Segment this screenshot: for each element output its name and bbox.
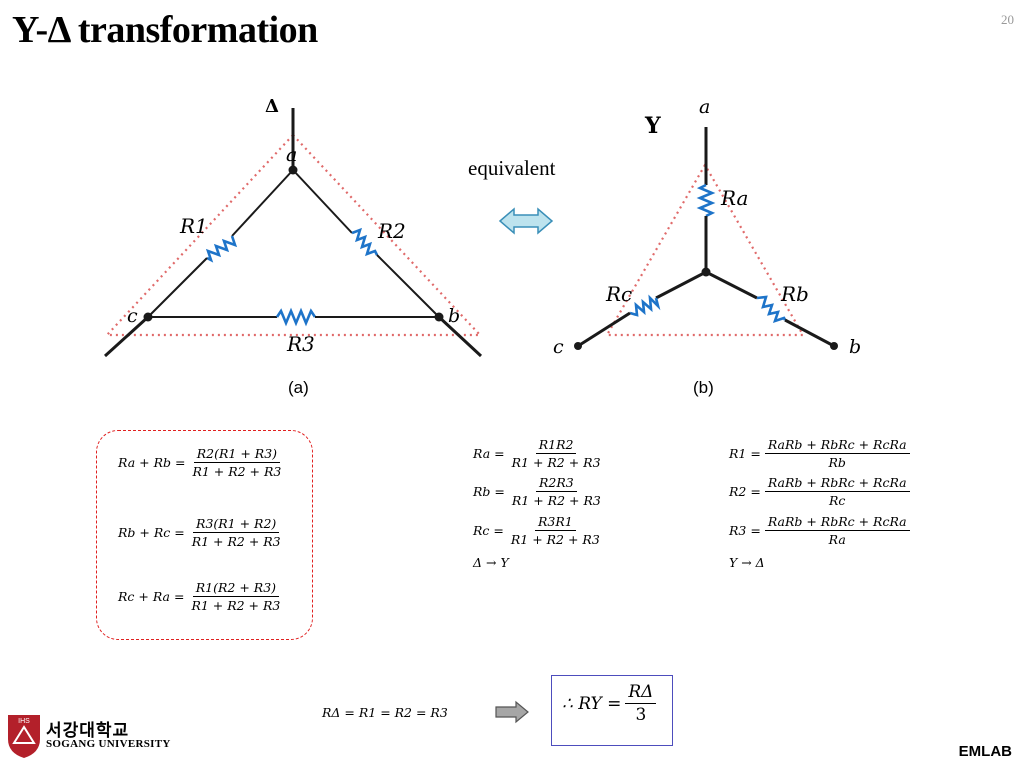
equal-resistance-condition: RΔ = R1 = R2 = R3 xyxy=(322,705,448,720)
sum-equation-1-lhs: Ra + Rb = xyxy=(118,455,186,470)
result-denominator: 3 xyxy=(635,705,647,725)
logo-shield-text: IHS xyxy=(18,718,30,725)
slide-title: Y-Δ transformation xyxy=(12,9,318,51)
sum-equation-2-denominator: R1 + R2 + R3 xyxy=(191,534,281,549)
delta-to-y-eq-3-lhs: Rc = xyxy=(473,523,504,538)
sum-equation-3-lhs: Rc + Ra = xyxy=(118,589,185,604)
double-arrow-icon xyxy=(498,207,554,235)
logo-english-name: SOGANG UNIVERSITY xyxy=(46,738,171,750)
sum-equation-2-lhs: Rb + Rc = xyxy=(118,525,185,540)
y-to-delta-eq-2-lhs: R2 = xyxy=(729,484,761,499)
footer-lab-name: EMLAB xyxy=(958,743,1012,760)
delta-to-y-eq-1-denominator: R1 + R2 + R3 xyxy=(511,455,601,470)
delta-node-a-label: a xyxy=(286,144,298,166)
y-to-delta-label: Y → Δ xyxy=(729,555,765,570)
rb-label: Rb xyxy=(781,282,809,306)
wire-yc-1 xyxy=(655,270,707,300)
wire-yb-1 xyxy=(705,270,758,300)
wire-yb-2 xyxy=(784,318,835,348)
delta-to-y-eq-3-denominator: R1 + R2 + R3 xyxy=(510,532,600,547)
y-to-delta-eq-1-numerator: RaRb + RbRc + RcRa xyxy=(764,437,910,454)
delta-node-b-label: b xyxy=(448,305,461,327)
y-to-delta-eq-3-denominator: Ra xyxy=(828,532,846,547)
wire-ac-2 xyxy=(147,257,208,318)
delta-to-y-eq-3-numerator: R3R1 xyxy=(534,514,576,531)
sum-equation-3-denominator: R1 + R2 + R3 xyxy=(191,598,281,613)
node-b xyxy=(434,312,444,322)
caption-a: (a) xyxy=(288,378,309,397)
sum-equation-3-numerator: R1(R2 + R3) xyxy=(192,580,280,597)
r1-label: R1 xyxy=(180,214,208,238)
sogang-shield-logo-icon: IHS xyxy=(8,715,40,758)
wire-yc-2 xyxy=(577,311,631,348)
delta-to-y-label: Δ → Y xyxy=(473,555,509,570)
equivalent-label: equivalent xyxy=(468,156,556,180)
ra-label: Ra xyxy=(721,186,749,210)
wire-ab-2 xyxy=(376,254,440,318)
sum-equations-box xyxy=(96,430,313,640)
r2-label: R2 xyxy=(378,219,406,243)
resistor-rc xyxy=(629,294,661,317)
delta-network-diagram xyxy=(103,108,483,358)
terminal-c-wire xyxy=(103,315,150,358)
y-node-a-label: a xyxy=(699,96,711,118)
sum-equation-1: Ra + Rb = R2(R1 + R3)R1 + R2 + R3 xyxy=(118,446,284,479)
node-c xyxy=(143,312,153,322)
y-to-delta-eq-2-numerator: RaRb + RbRc + RcRa xyxy=(764,475,910,492)
resistor-r1 xyxy=(205,235,238,263)
logo-korean-name: 서강대학교 xyxy=(46,721,130,741)
wire-ab-1 xyxy=(292,169,353,234)
resistor-r3 xyxy=(275,307,317,327)
delta-to-y-eq-1-lhs: Ra = xyxy=(473,446,505,461)
sum-equation-2: Rb + Rc = R3(R1 + R2)R1 + R2 + R3 xyxy=(118,516,284,549)
y-network-diagram xyxy=(574,127,838,350)
y-to-delta-eq-1-denominator: Rb xyxy=(828,455,846,470)
page-number: 20 xyxy=(1001,12,1014,27)
sum-equation-1-numerator: R2(R1 + R3) xyxy=(193,446,281,463)
wire-ac-1 xyxy=(231,169,294,237)
y-node-c-label: c xyxy=(553,336,564,358)
y-symbol: Y xyxy=(645,113,661,139)
caption-b: (b) xyxy=(693,378,714,397)
y-to-delta-eq-3-lhs: R3 = xyxy=(729,523,761,538)
sum-equation-2-numerator: R3(R1 + R2) xyxy=(193,516,280,533)
resistor-ra xyxy=(696,183,716,218)
result-numerator: RΔ xyxy=(625,682,657,704)
y-node-b-label: b xyxy=(849,336,862,358)
sum-equation-3: Rc + Ra = R1(R2 + R3)R1 + R2 + R3 xyxy=(118,580,283,613)
y-to-delta-eq-2-denominator: Rc xyxy=(829,493,846,508)
y-to-delta-eq-1-lhs: R1 = xyxy=(729,446,761,461)
sum-equation-1-denominator: R1 + R2 + R3 xyxy=(192,464,282,479)
terminal-b-wire xyxy=(437,315,483,358)
delta-to-y-eq-2-denominator: R1 + R2 + R3 xyxy=(511,493,601,508)
r3-label: R3 xyxy=(287,332,315,356)
node-yb xyxy=(830,342,838,350)
result-lhs: ∴ RY = xyxy=(562,693,622,714)
node-center xyxy=(701,267,711,277)
delta-node-c-label: c xyxy=(127,305,138,327)
node-a xyxy=(288,165,298,175)
delta-to-y-eq-2-lhs: Rb = xyxy=(473,484,505,499)
y-to-delta-eq-3-numerator: RaRb + RbRc + RcRa xyxy=(764,514,910,531)
delta-to-y-eq-1-numerator: R1R2 xyxy=(535,437,577,454)
delta-to-y-eq-2-numerator: R2R3 xyxy=(535,475,577,492)
rc-label: Rc xyxy=(606,282,633,306)
y-dotted-outline xyxy=(605,162,805,337)
resistor-r2 xyxy=(351,227,379,257)
resistor-rb xyxy=(756,295,787,324)
right-arrow-icon xyxy=(495,700,529,724)
delta-symbol: Δ xyxy=(265,96,279,117)
result-box xyxy=(551,675,673,746)
node-yc xyxy=(574,342,582,350)
